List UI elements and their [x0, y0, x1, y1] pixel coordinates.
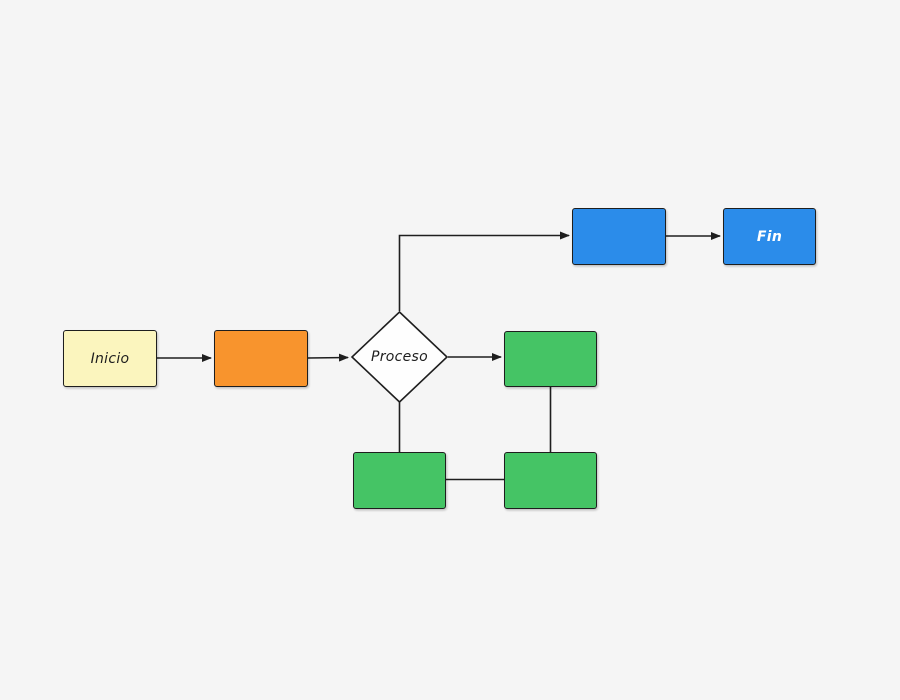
arrow-proceso-to-blue-step[interactable]	[398, 231, 570, 312]
node-fin[interactable]: Fin	[723, 208, 816, 265]
node-green-right[interactable]	[504, 331, 597, 387]
arrow-orange-step-to-proceso[interactable]	[307, 353, 349, 362]
node-inicio[interactable]: Inicio	[63, 330, 157, 387]
node-green-bottom-right[interactable]	[504, 452, 597, 509]
node-fin-label: Fin	[756, 228, 783, 245]
node-inicio-label: Inicio	[90, 350, 130, 367]
node-proceso-diamond[interactable]	[350, 310, 449, 404]
node-orange-step[interactable]	[214, 330, 308, 387]
node-green-bottom-left[interactable]	[353, 452, 446, 509]
node-blue-step[interactable]	[572, 208, 666, 265]
